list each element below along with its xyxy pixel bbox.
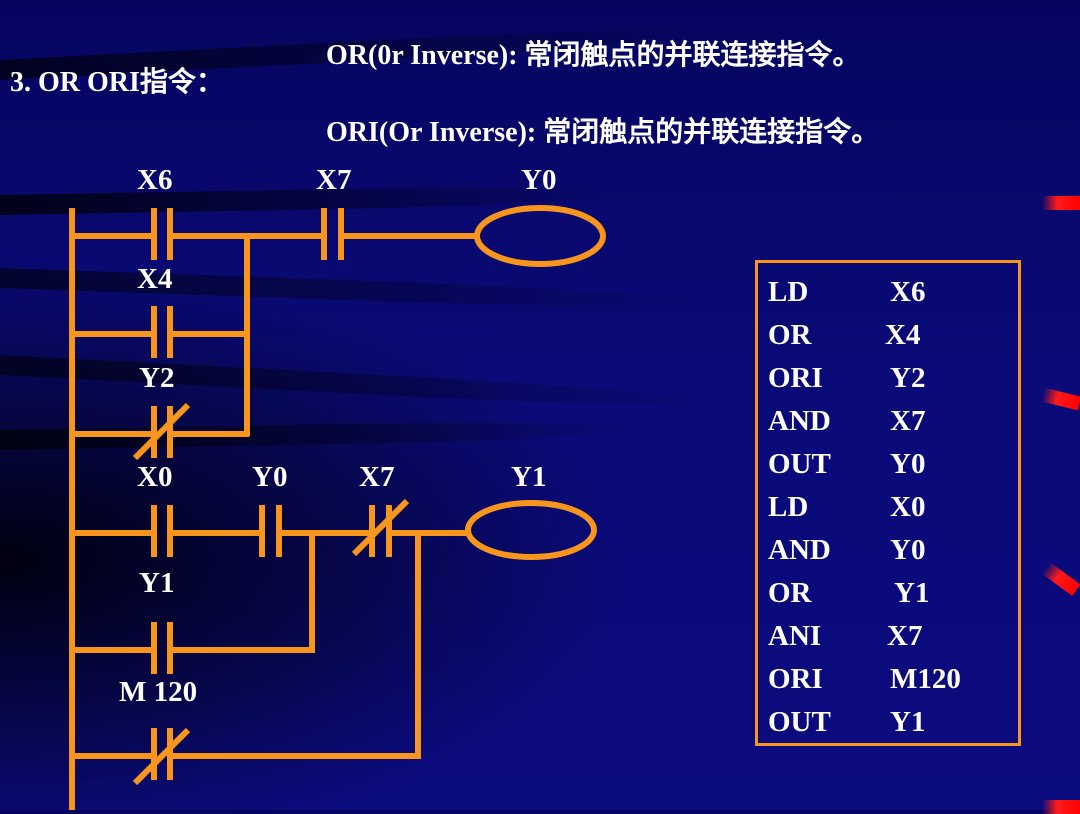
instruction-operand: Y2 [890, 362, 926, 394]
instruction-operand: Y1 [890, 706, 926, 738]
instruction-operand: M120 [890, 663, 961, 695]
contact-x4-no [151, 306, 173, 358]
instruction-operand: Y0 [890, 448, 926, 480]
label-y1: Y1 [139, 567, 175, 599]
red-accent-stripe [1042, 196, 1080, 210]
instruction-operand: X7 [887, 620, 923, 652]
contact-x6-no [151, 208, 173, 260]
contact-y2-nc [132, 402, 191, 461]
instruction-operand: X6 [890, 276, 926, 308]
label-m120: M 120 [119, 676, 198, 708]
instruction-op: ANI [768, 620, 822, 652]
instruction-op: OUT [768, 706, 831, 738]
instruction-operand: Y0 [890, 534, 926, 566]
instruction-op: OUT [768, 448, 831, 480]
label-y0: Y0 [252, 461, 288, 493]
contact-y0-no [259, 505, 282, 557]
instruction-operand: X7 [890, 405, 926, 437]
instruction-op: OR [768, 319, 812, 351]
instruction-operand: X4 [885, 319, 921, 351]
instruction-op: ORI [768, 663, 823, 695]
label-x4: X4 [137, 263, 173, 295]
label-y1-coil: Y1 [511, 461, 547, 493]
label-y0-coil: Y0 [521, 164, 557, 196]
contact-x0-no [151, 505, 173, 557]
instruction-operand: X0 [890, 491, 926, 523]
section-heading: 3. OR ORI指令： [10, 67, 224, 98]
instruction-op: ORI [768, 362, 823, 394]
label-x7-nc: X7 [359, 461, 395, 493]
label-x7: X7 [316, 164, 352, 196]
coil-y1 [465, 500, 597, 560]
contact-y1-no [151, 622, 173, 674]
instruction-op: LD [768, 491, 809, 523]
coil-y0 [474, 205, 606, 267]
ori-description: ORI(Or Inverse): 常闭触点的并联连接指令。 [326, 117, 880, 148]
contact-m120-nc [132, 727, 191, 786]
instruction-op: LD [768, 276, 809, 308]
instruction-operand: Y1 [894, 577, 930, 609]
label-x0: X0 [137, 461, 173, 493]
or-description: OR(0r Inverse): 常闭触点的并联连接指令。 [326, 40, 861, 71]
instruction-list-box: LD X6 OR X4 ORI Y2 AND X7 OUT Y0 LD X0 AND Y0 O… [755, 260, 1021, 746]
instruction-op: AND [768, 405, 831, 437]
contact-x7-nc [351, 498, 410, 557]
contact-x7-no [321, 208, 344, 260]
instruction-op: OR [768, 577, 812, 609]
label-x6: X6 [137, 164, 173, 196]
label-y2: Y2 [139, 362, 175, 394]
instruction-op: AND [768, 534, 831, 566]
